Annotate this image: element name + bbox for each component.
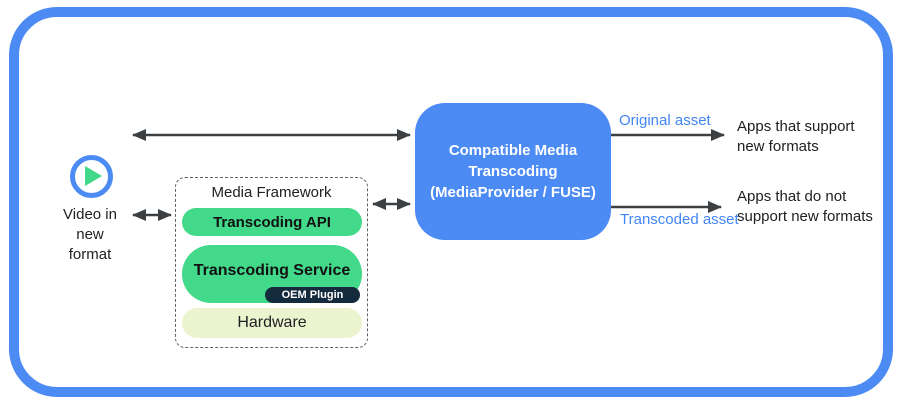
- diagram-border: [9, 7, 893, 397]
- apps-support-label: Apps that support new formats: [737, 118, 855, 155]
- play-icon: [70, 155, 113, 198]
- transcoded-asset-label: Transcoded asset: [620, 211, 739, 228]
- hardware-pill: Hardware: [182, 308, 362, 338]
- oem-plugin-pill: OEM Plugin: [265, 287, 360, 303]
- media-framework-title: Media Framework: [211, 184, 332, 201]
- original-asset-label: Original asset: [619, 112, 711, 129]
- compatible-media-transcoding-box: Compatible Media Transcoding (MediaProvi…: [415, 103, 611, 240]
- play-triangle-glyph: [85, 166, 102, 186]
- video-source-label: Video in new format: [63, 206, 117, 263]
- transcoding-api-pill: Transcoding API: [182, 208, 362, 236]
- apps-no-support-label: Apps that do not support new formats: [737, 188, 873, 225]
- transcoding-service-label: Transcoding Service: [193, 262, 351, 279]
